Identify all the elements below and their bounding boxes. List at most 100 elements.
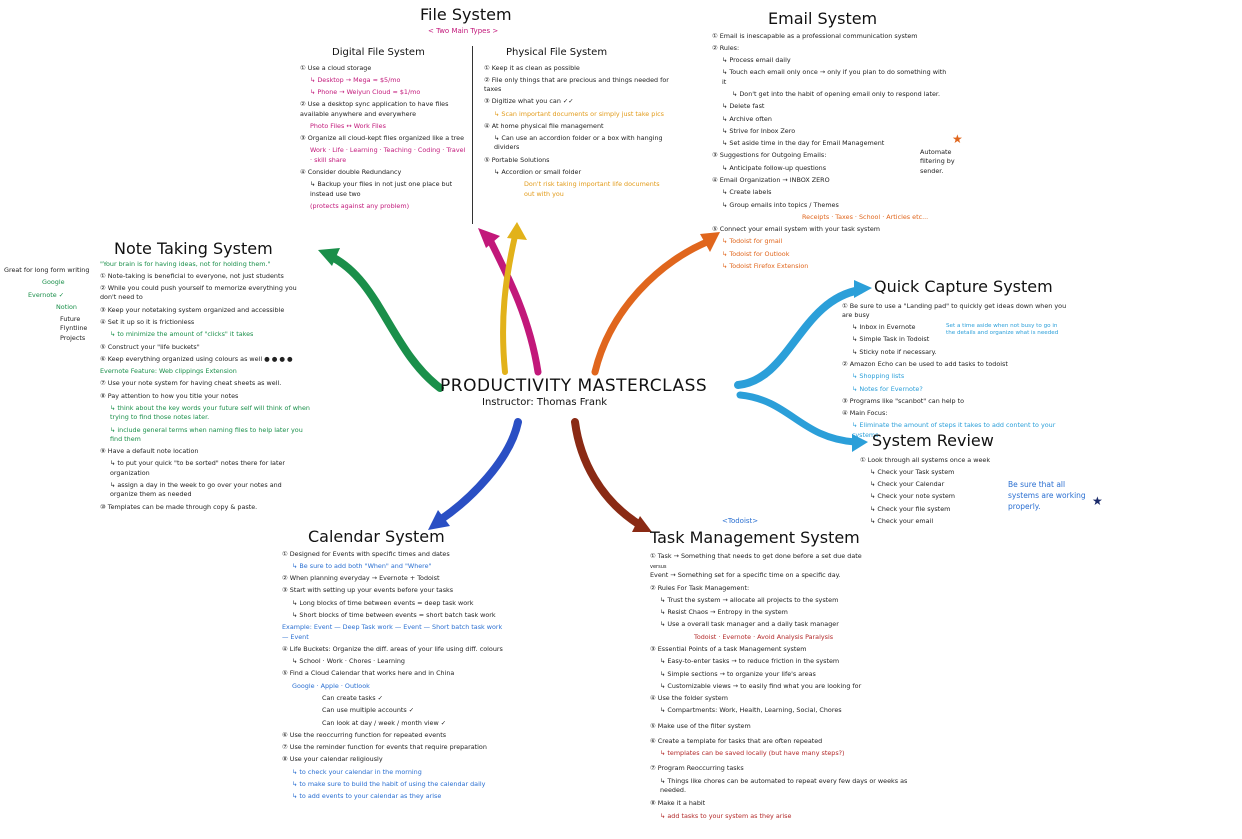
email-item: ↳ Strive for Inbox Zero <box>722 126 796 135</box>
note-taking-system: Note Taking System "Your brain is for ha… <box>100 240 310 515</box>
quick-capture-item: ↳ Notes for Evernote? <box>852 384 923 393</box>
task-item: ④ Use the folder system <box>650 694 728 703</box>
task-item: ② Rules For Task Management: <box>650 583 750 592</box>
physical-item: ↳ Can use an accordion folder or a box w… <box>494 134 663 152</box>
quick-capture-item: ↳ Inbox in Evernote <box>852 323 916 332</box>
arrow-file-digital-head <box>478 228 500 248</box>
note-item: ↳ include general terms when naming file… <box>110 425 303 443</box>
note-side-item: Great for long form writing <box>4 266 90 274</box>
digital-item: ④ Consider double Redundancy <box>300 168 402 177</box>
calendar-title: Calendar System <box>308 527 445 546</box>
system-review-item: ↳ Check your Calendar <box>870 480 945 489</box>
physical-item: ↳ Scan important documents or simply jus… <box>494 109 664 118</box>
calendar-item: ⑦ Use the reminder function for events t… <box>282 743 487 752</box>
digital-item: ↳ Backup your files in not just one plac… <box>310 180 453 198</box>
email-item: Automate filtering by sender. <box>920 148 955 175</box>
calendar-item: ↳ to add events to your calendar as they… <box>292 792 442 801</box>
task-item: ↳ Trust the system → allocate all projec… <box>660 595 839 604</box>
calendar-item: ↳ Long blocks of time between events = d… <box>292 598 474 607</box>
task-item: ⑥ Create a template for tasks that are o… <box>650 736 823 745</box>
quick-capture-item: ④ Main Focus: <box>842 409 888 418</box>
quick-capture-landing-pad-group: ↳ Inbox in Evernote ↳ Simple Task in Tod… <box>842 323 1072 360</box>
physical-item: Don't risk taking important life documen… <box>524 180 660 198</box>
system-review-item: ↳ Check your note system <box>870 492 956 501</box>
physical-item: ④ At home physical file management <box>484 121 604 130</box>
note-item: ⑥ Keep everything organized using colour… <box>100 354 293 363</box>
system-review-aside: Be sure that all systems are working pro… <box>1008 479 1086 511</box>
email-item: ③ Suggestions for Outgoing Emails: <box>712 151 827 160</box>
digital-item: ② Use a desktop sync application to have… <box>300 100 449 118</box>
task-item: ⑧ Make it a habit <box>650 799 706 808</box>
calendar-item: Can use multiple accounts ✓ <box>322 706 415 715</box>
system-review-check-list: ↳ Check your Task system ↳ Check your Ca… <box>860 468 1008 529</box>
email-item: ⑤ Connect your email system with your ta… <box>712 225 880 234</box>
digital-item: (protects against any problem) <box>310 201 410 210</box>
calendar-item: ⑤ Find a Cloud Calendar that works here … <box>282 669 455 678</box>
task-subtitle: <Todoist> <box>722 517 759 525</box>
quick-capture-item: ① Be sure to use a "Landing pad" to quic… <box>842 301 1067 319</box>
physical-item: ↳ Accordion or small folder <box>494 168 582 177</box>
email-item: ↳ Anticipate follow-up questions <box>722 163 827 172</box>
quick-capture-item: ↳ Eliminate the amount of steps it takes… <box>852 421 1056 439</box>
email-item: ↳ Todoist Firefox Extension <box>722 261 809 270</box>
task-item: ↳ Simple sections → to organize your lif… <box>660 669 816 678</box>
arrow-file-digital <box>486 236 542 376</box>
file-system-header: File System < Two Main Types > <box>420 6 550 39</box>
note-item: ⑤ Construct your "life buckets" <box>100 342 200 351</box>
quick-capture-item: ② Amazon Echo can be used to add tasks t… <box>842 360 1008 368</box>
arrow-email <box>591 236 716 376</box>
task-item: versus <box>650 564 667 571</box>
task-title: Task Management System <box>650 528 860 548</box>
instructor: Instructor: Thomas Frank <box>482 397 608 408</box>
physical-title: Physical File System <box>506 47 608 58</box>
calendar-item: ② When planning everyday → Evernote + To… <box>282 574 440 583</box>
system-review-item: ↳ Check your Task system <box>870 467 955 476</box>
email-item: ↳ Todoist for gmail <box>722 237 783 246</box>
task-item: ① Task → Something that needs to get don… <box>650 551 862 560</box>
email-item: ↳ Todoist for Outlook <box>722 249 790 258</box>
calendar-item: ↳ to make sure to build the habit of usi… <box>292 779 486 788</box>
task-item: ↳ add tasks to your system as they arise <box>660 811 792 820</box>
arrow-email-head <box>700 232 720 252</box>
task-management-system: <Todoist> Task Management System ① Task … <box>650 516 930 824</box>
note-item: ② While you could push yourself to memor… <box>100 284 297 302</box>
note-side-item: Notion <box>56 302 77 311</box>
email-item: ↳ Set aside time in the day for Email Ma… <box>722 139 885 148</box>
email-item: ↳ Archive often <box>722 114 772 123</box>
physical-item: ⑤ Portable Solutions <box>484 155 550 164</box>
note-quote: "Your brain is for having ideas, not for… <box>100 259 271 268</box>
note-item: ⑨ Have a default note location <box>100 447 199 456</box>
quick-capture-item: Set a time aside when not busy to go in … <box>946 323 1059 337</box>
physical-item: ② File only things that are precious and… <box>484 75 669 94</box>
email-item: ↳ Create labels <box>722 188 772 197</box>
digital-item: ↳ Desktop → Mega ≈ $5/mo <box>310 75 401 84</box>
arrow-quick-capture-head <box>854 280 872 298</box>
note-item: ↳ think about the key words your future … <box>110 403 310 422</box>
note-item: ↳ to minimize the amount of "clicks" it … <box>110 330 254 339</box>
physical-item: ① Keep it as clean as possible <box>484 63 580 72</box>
calendar-item: ↳ to check your calendar in the morning <box>292 767 422 776</box>
note-item: ⑦ Use your note system for having cheat … <box>100 379 282 388</box>
quick-capture-item: ③ Programs like "scanbot" can help to <box>842 396 965 405</box>
note-item: ① Note-taking is beneficial to everyone,… <box>100 271 284 280</box>
calendar-item: Can create tasks ✓ <box>322 693 383 702</box>
task-item: ↳ Things like chores can be automated to… <box>660 776 908 795</box>
email-item: ↳ Touch each email only once → only if y… <box>722 68 947 86</box>
arrow-quick-capture <box>734 286 864 389</box>
arrow-system-review-head <box>852 434 868 452</box>
system-review-title: System Review <box>872 431 994 450</box>
note-item: Evernote Feature: Web clippings Extensio… <box>100 367 237 376</box>
system-review-checks: ↳ Check your Task system ↳ Check your Ca… <box>860 468 1100 529</box>
arrow-calendar-head <box>428 510 450 530</box>
main-title: PRODUCTIVITY MASTERCLASS <box>440 376 708 396</box>
file-system-subtitle: < Two Main Types > <box>428 26 499 35</box>
calendar-item: ↳ Short blocks of time between events = … <box>292 611 496 619</box>
note-item: ↳ assign a day in the week to go over yo… <box>110 480 282 499</box>
file-system-title: File System <box>420 5 512 24</box>
system-review: System Review ① Look through all systems… <box>860 432 1100 529</box>
task-item: ↳ Use a overall task manager and a daily… <box>660 620 839 629</box>
task-item: ↳ Easy-to-enter tasks → to reduce fricti… <box>660 657 840 666</box>
quick-capture-item: ↳ Shopping lists <box>852 372 905 381</box>
arrow-task <box>571 418 644 529</box>
